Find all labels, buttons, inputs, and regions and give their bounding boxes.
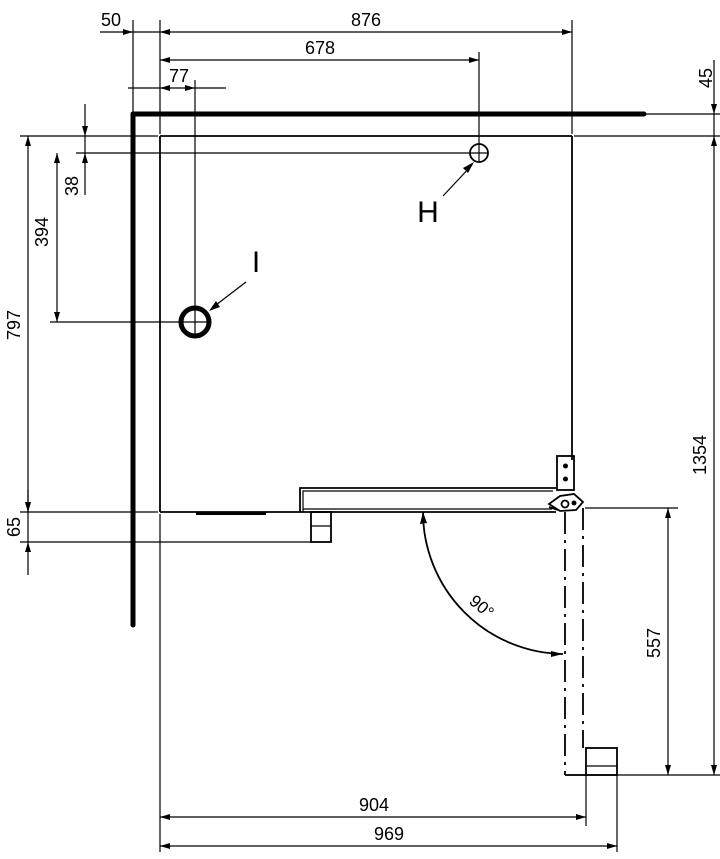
panel-support-foot <box>310 511 332 543</box>
dim-bottom-width-outer: 969 <box>160 824 617 849</box>
dim-label-h-top-offset: 38 <box>62 176 82 196</box>
door-swing-arc: 90° <box>420 511 564 657</box>
shower-tray <box>159 135 573 515</box>
outlet-i: I <box>178 246 260 339</box>
dim-label-total-height: 1354 <box>690 435 710 475</box>
outlet-h: H <box>417 143 489 229</box>
dim-bottom-width-inner: 904 <box>160 795 586 820</box>
tray-foot <box>196 512 266 515</box>
dim-label-bottom-width-inner: 904 <box>359 795 389 815</box>
dim-i-distance: 77 <box>128 66 226 308</box>
outlet-h-label: H <box>417 196 439 229</box>
dim-label-door-swing: 557 <box>644 628 664 658</box>
open-door <box>564 508 618 776</box>
hinge-bracket <box>556 455 575 491</box>
swing-arc <box>422 511 564 655</box>
dim-label-h-distance: 678 <box>305 38 335 58</box>
dim-i-top-offset: 394 <box>32 153 180 323</box>
dim-bottom-offset: 65 <box>4 490 311 575</box>
dim-label-wall-offset: 50 <box>101 10 121 30</box>
dim-label-total-width: 876 <box>351 10 381 30</box>
panel-outer-line <box>299 487 556 512</box>
dim-label-top-offset-right: 45 <box>696 68 716 88</box>
dim-label-i-distance: 77 <box>169 66 189 86</box>
dim-wall-offset: 50 <box>100 10 170 134</box>
dim-h-distance: 678 <box>160 38 480 144</box>
dim-h-top-offset: 38 <box>62 104 470 196</box>
door-handle-block <box>585 747 618 776</box>
dim-label-bottom-offset: 65 <box>4 517 24 537</box>
front-glass-panel <box>299 487 556 543</box>
dim-total-width: 876 <box>160 10 573 134</box>
dim-label-bottom-width-outer: 969 <box>374 824 404 844</box>
dim-door-swing: 557 <box>565 507 720 776</box>
outlet-i-label: I <box>252 246 260 279</box>
hinge-pivot <box>547 493 585 512</box>
dim-label-i-top-offset: 394 <box>32 217 52 247</box>
wall-outline <box>130 111 647 628</box>
dim-label-panel-depth: 797 <box>4 310 24 340</box>
dim-total-height: 1354 <box>690 136 717 775</box>
dim-panel-depth: 797 <box>4 135 158 513</box>
dim-top-offset-right: 45 <box>574 60 720 137</box>
panel-inner-line <box>302 490 553 512</box>
door-hinge <box>547 455 585 512</box>
